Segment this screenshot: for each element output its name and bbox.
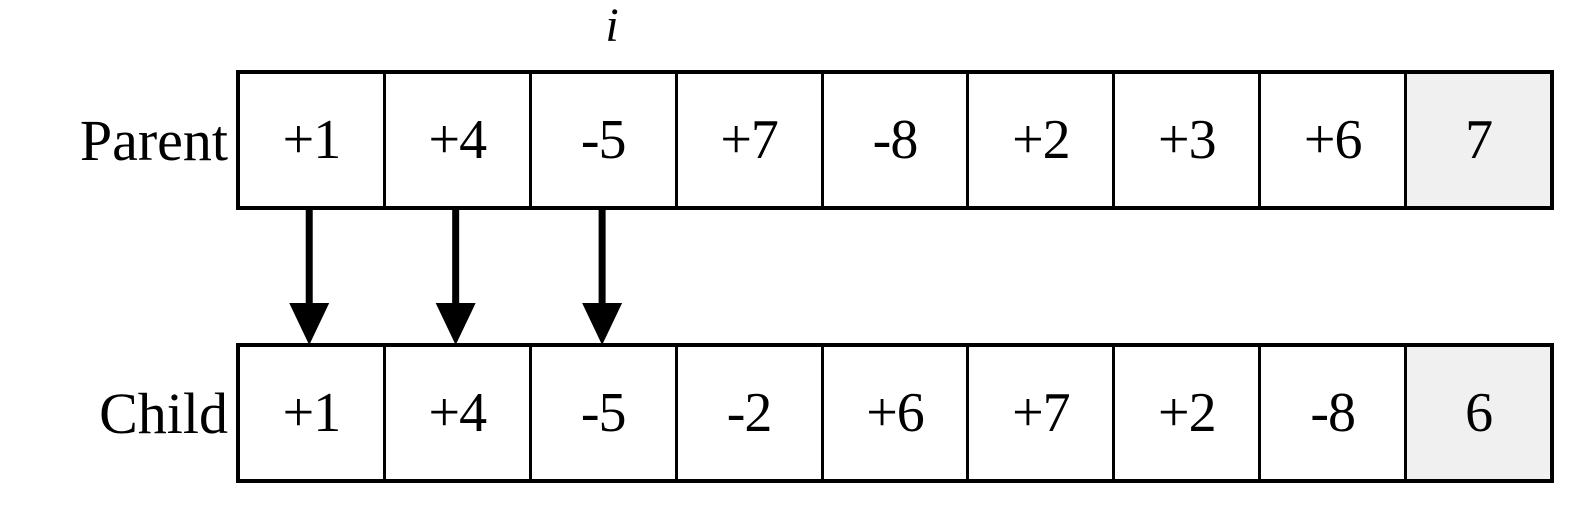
arrow-cell-0 bbox=[289, 210, 330, 345]
parent-cell-3: +7 bbox=[677, 74, 824, 206]
arrow-cell-0-head bbox=[289, 303, 330, 345]
parent-cell-5: +2 bbox=[969, 74, 1116, 206]
child-cell-8: 6 bbox=[1407, 347, 1551, 479]
parent-cell-7: +6 bbox=[1261, 74, 1408, 206]
arrow-cell-1 bbox=[435, 210, 476, 345]
child-cell-4: +6 bbox=[823, 347, 970, 479]
parent-cell-8: 7 bbox=[1407, 74, 1551, 206]
child-cell-6: +2 bbox=[1115, 347, 1262, 479]
parent-cell-0: +1 bbox=[240, 74, 386, 206]
parent-cell-4: -8 bbox=[823, 74, 970, 206]
child-row-label: Child bbox=[99, 381, 228, 446]
arrow-cell-2-head bbox=[582, 303, 623, 345]
parent-cell-1: +4 bbox=[385, 74, 532, 206]
arrow-cell-1-shaft bbox=[452, 210, 460, 305]
parent-cell-2: -5 bbox=[531, 74, 678, 206]
child-cell-5: +7 bbox=[969, 347, 1116, 479]
child-cell-2: -5 bbox=[531, 347, 678, 479]
child-cell-0: +1 bbox=[240, 347, 386, 479]
child-cell-1: +4 bbox=[385, 347, 532, 479]
arrow-cell-2 bbox=[582, 210, 623, 345]
arrow-cell-1-head bbox=[435, 303, 476, 345]
arrow-cell-0-shaft bbox=[305, 210, 313, 305]
index-marker-label: i bbox=[605, 0, 619, 52]
child-cell-3: -2 bbox=[677, 347, 824, 479]
parent-row-label: Parent bbox=[79, 108, 228, 173]
child-cell-7: -8 bbox=[1261, 347, 1408, 479]
parent-cell-6: +3 bbox=[1115, 74, 1262, 206]
arrow-cell-2-shaft bbox=[598, 210, 606, 305]
